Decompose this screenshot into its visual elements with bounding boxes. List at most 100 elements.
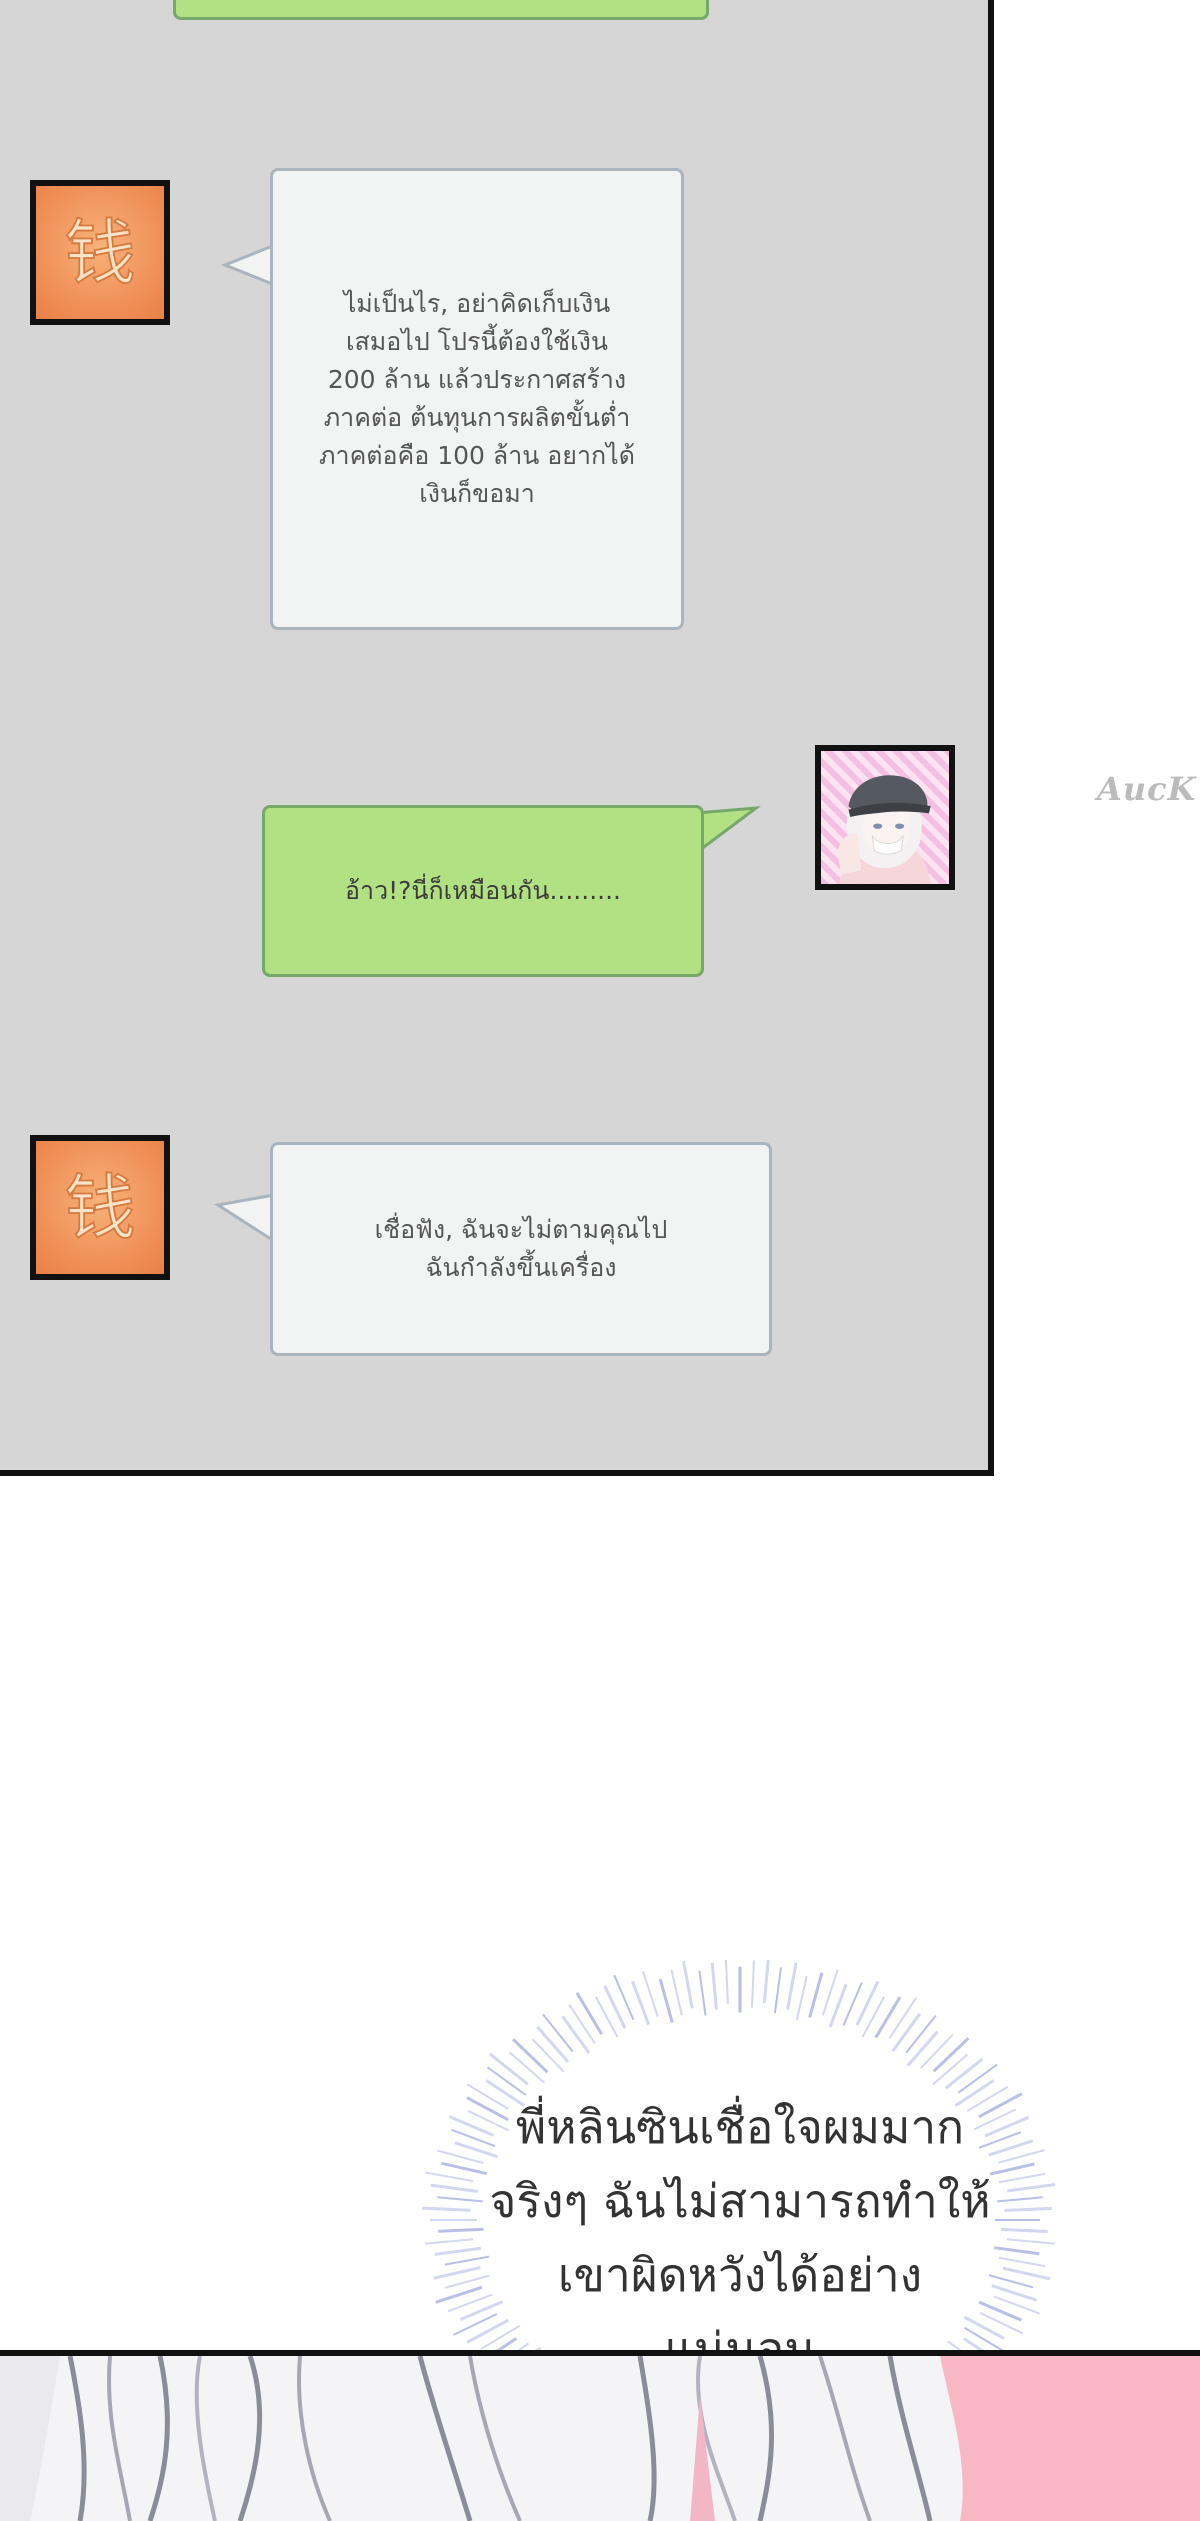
burst-line <box>531 2038 565 2073</box>
burst-line <box>963 2315 1005 2340</box>
burst-line <box>486 2066 527 2096</box>
burst-line <box>978 2300 1022 2322</box>
burst-line <box>1002 2266 1051 2281</box>
burst-line <box>444 2274 490 2289</box>
chat-message-text: อ้าว!?นี่ก็เหมือนกัน......... <box>345 876 621 905</box>
burst-line <box>988 2274 1034 2289</box>
burst-line <box>991 2284 1038 2302</box>
chat-message-text: ไม่เป็นไร, อย่าคิดเก็บเงิน เสมอไป โปรนี้… <box>319 289 635 508</box>
burst-line <box>631 1980 651 2026</box>
svg-text:钱: 钱 <box>64 212 135 295</box>
money-glyph-icon: 钱 <box>63 1166 136 1251</box>
burst-line <box>988 2139 1034 2157</box>
bubble-tail-left <box>213 1193 277 1244</box>
burst-line <box>979 2311 1024 2335</box>
burst-line <box>1001 2227 1048 2234</box>
burst-line <box>891 2012 922 2052</box>
burst-line <box>932 2053 969 2086</box>
burst-line <box>425 2238 474 2245</box>
burst-line <box>906 2030 939 2067</box>
hair-illustration <box>0 2356 1200 2521</box>
burst-line <box>435 2285 483 2304</box>
burst-line <box>920 2033 954 2069</box>
burst-line <box>861 1996 885 2038</box>
burst-line <box>989 2162 1035 2176</box>
burst-line <box>997 2196 1043 2203</box>
burst-line <box>670 1969 683 2016</box>
burst-line <box>451 2128 496 2148</box>
burst-line <box>485 2079 526 2107</box>
burst-line <box>993 2295 1040 2315</box>
burst-line <box>454 2141 498 2159</box>
burst-line <box>994 2246 1040 2256</box>
chat-bubble-money-2: เชื่อฟัง, ฉันจะไม่ตามคุณไป ฉันกำลังขึ้นเ… <box>270 1142 772 1356</box>
burst-line <box>954 2079 995 2107</box>
burst-line <box>512 2038 549 2074</box>
burst-line <box>905 2014 937 2054</box>
burst-line <box>437 2149 484 2165</box>
chat-message-text: เชื่อฟัง, ฉันจะไม่ตามคุณไป ฉันกำลังขึ้นเ… <box>374 1215 668 1282</box>
burst-line <box>658 1978 674 2023</box>
burst-line <box>434 2246 482 2256</box>
burst-line <box>466 2318 509 2344</box>
burst-line <box>480 2324 521 2350</box>
bubble-tail-left <box>220 242 278 288</box>
burst-line <box>855 1980 880 2026</box>
money-glyph-icon: 钱 <box>63 211 136 296</box>
burst-line <box>998 2172 1046 2184</box>
burst-line <box>978 2131 1022 2149</box>
burst-line <box>642 1971 659 2017</box>
svg-text:钱: 钱 <box>64 1167 135 1250</box>
burst-line <box>724 1960 729 2004</box>
burst-line <box>424 2171 474 2183</box>
chat-bubble-previous <box>173 0 709 20</box>
burst-line <box>698 1970 707 2016</box>
burst-line <box>932 2037 970 2073</box>
player-avatar <box>815 745 955 890</box>
burst-line <box>828 1983 848 2028</box>
money-avatar: 钱 <box>30 1135 170 1280</box>
burst-line <box>568 2003 596 2045</box>
burst-line <box>430 2183 478 2193</box>
burst-line <box>842 1982 863 2027</box>
burst-line <box>467 2109 510 2132</box>
burst-line <box>575 1991 603 2035</box>
burst-line <box>422 2206 471 2212</box>
burst-line <box>488 2052 529 2086</box>
narration-text: พี่หลินซินเชื่อใจผมมาก จริงๆ ฉันไม่สามาร… <box>489 2100 991 2376</box>
burst-line <box>973 2108 1017 2131</box>
bubble-tail-right <box>693 806 762 856</box>
burst-line <box>821 1969 839 2016</box>
burst-line <box>459 2300 504 2321</box>
burst-line <box>773 1967 783 2014</box>
burst-line <box>786 1962 798 2010</box>
burst-line <box>441 2161 487 2175</box>
burst-line <box>795 1976 808 2021</box>
burst-line <box>998 2149 1045 2164</box>
watermark: AucK <box>1097 770 1197 808</box>
burst-line <box>508 2051 545 2084</box>
burst-line <box>888 1997 918 2039</box>
burst-line <box>1007 2182 1056 2193</box>
burst-line <box>944 2057 984 2090</box>
chat-panel: 钱 ไม่เป็นไร, อย่าคิดเก็บเงิน เสมอไป โปรน… <box>0 0 994 1476</box>
burst-line <box>762 1960 770 2004</box>
burst-line <box>957 2063 998 2094</box>
burst-line <box>433 2266 481 2280</box>
burst-line <box>1006 2238 1055 2245</box>
burst-line <box>1004 2206 1052 2212</box>
player-portrait-icon <box>837 775 931 884</box>
burst-line <box>561 2015 591 2055</box>
burst-line <box>444 2255 490 2266</box>
burst-line <box>466 2096 509 2122</box>
burst-line <box>998 2256 1046 2268</box>
burst-line <box>448 2115 495 2137</box>
next-panel-art <box>0 2350 1200 2521</box>
burst-line <box>964 2326 1005 2353</box>
burst-line <box>438 2227 484 2233</box>
chat-bubble-player: อ้าว!?นี่ก็เหมือนกัน......... <box>262 805 704 977</box>
burst-line <box>536 2025 570 2063</box>
burst-line <box>613 1974 635 2021</box>
burst-line <box>966 2085 1009 2112</box>
burst-line <box>874 1996 902 2039</box>
